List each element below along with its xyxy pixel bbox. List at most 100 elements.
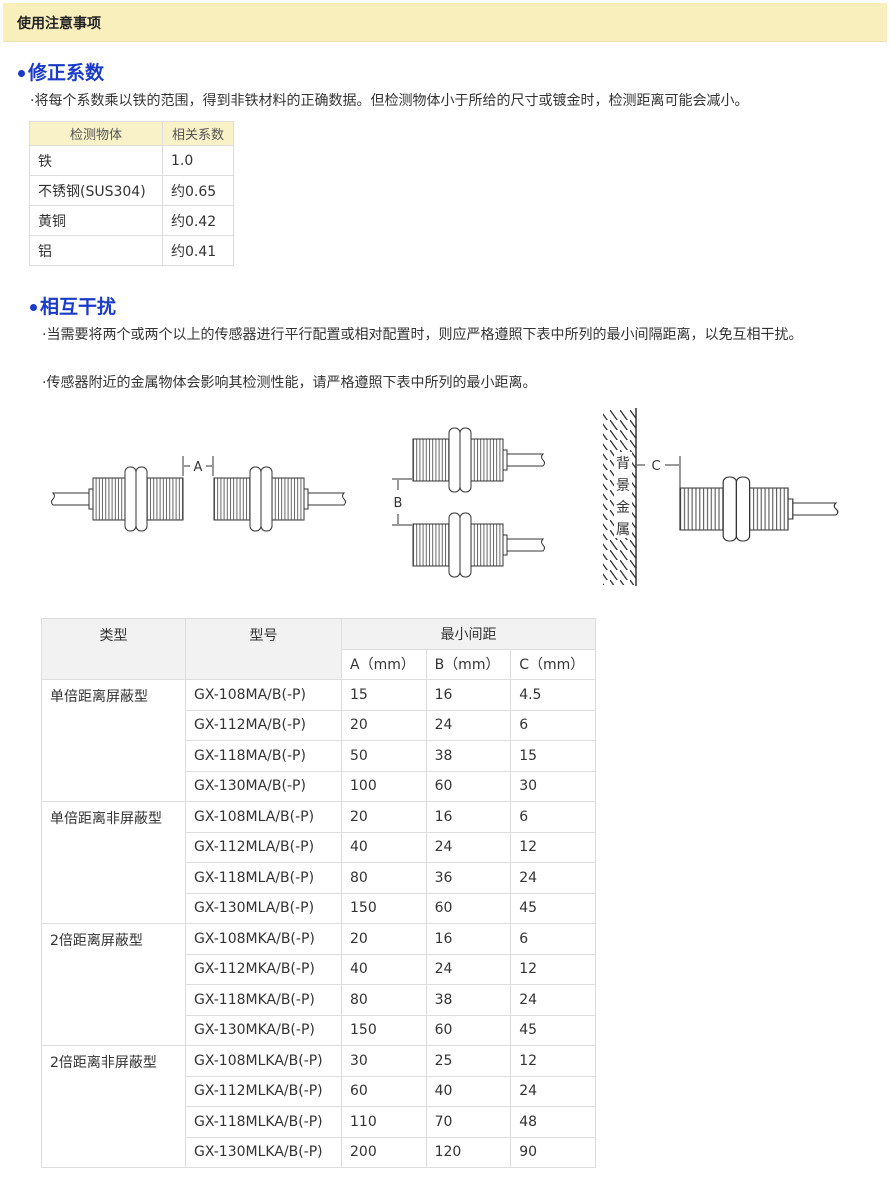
c-cell: 30 bbox=[510, 770, 596, 802]
section-header: 使用注意事项 bbox=[3, 3, 887, 42]
table-row: 不锈钢(SUS304)约0.65 bbox=[29, 175, 234, 206]
a-cell: 150 bbox=[341, 892, 427, 924]
model-cell: GX-130MLA/B(-P) bbox=[185, 892, 342, 924]
c-cell: 6 bbox=[510, 923, 596, 955]
b-cell: 120 bbox=[425, 1136, 512, 1168]
model-cell: GX-118MKA/B(-P) bbox=[185, 984, 342, 1016]
model-cell: GX-130MLKA/B(-P) bbox=[185, 1136, 342, 1168]
model-cell: GX-112MA/B(-P) bbox=[185, 709, 342, 741]
c-cell: 6 bbox=[510, 801, 596, 833]
model-cell: GX-108MLKA/B(-P) bbox=[185, 1045, 342, 1077]
model-cell: GX-118MLKA/B(-P) bbox=[185, 1106, 342, 1138]
a-cell: 80 bbox=[341, 984, 427, 1016]
a-cell: 15 bbox=[341, 679, 427, 711]
coefficient-cell: 约0.42 bbox=[162, 205, 234, 236]
a-cell: 20 bbox=[341, 923, 427, 955]
model-cell: GX-112MLA/B(-P) bbox=[185, 831, 342, 863]
b-cell: 40 bbox=[425, 1075, 512, 1107]
b-cell: 60 bbox=[425, 1014, 512, 1046]
section-title: 使用注意事项 bbox=[17, 16, 101, 32]
c-cell: 45 bbox=[510, 892, 596, 924]
a-cell: 30 bbox=[341, 1045, 427, 1077]
interference-title: 相互干扰 bbox=[40, 296, 117, 318]
a-cell: 200 bbox=[341, 1136, 427, 1168]
sensor-a-left bbox=[51, 466, 184, 532]
table-row: 铝约0.41 bbox=[29, 235, 234, 266]
model-cell: GX-112MLKA/B(-P) bbox=[185, 1075, 342, 1107]
b-cell: 16 bbox=[425, 679, 512, 711]
c-cell: 45 bbox=[510, 1014, 596, 1046]
model-cell: GX-118MLA/B(-P) bbox=[185, 862, 342, 894]
c-cell: 12 bbox=[510, 831, 596, 863]
col-header-min: 最小间距 bbox=[341, 618, 596, 650]
b-cell: 38 bbox=[425, 740, 512, 772]
a-cell: 20 bbox=[341, 709, 427, 741]
col-header-model: 型号 bbox=[185, 618, 342, 680]
col-header-a: A（mm） bbox=[341, 648, 427, 680]
model-cell: GX-112MKA/B(-P) bbox=[185, 953, 342, 985]
c-cell: 12 bbox=[510, 953, 596, 985]
a-cell: 100 bbox=[341, 770, 427, 802]
bullet-icon bbox=[18, 70, 25, 77]
a-cell: 20 bbox=[341, 801, 427, 833]
material-cell: 铝 bbox=[29, 235, 163, 266]
svg-text:景: 景 bbox=[616, 478, 630, 494]
dimension-b: B bbox=[392, 478, 412, 526]
c-cell: 24 bbox=[510, 862, 596, 894]
model-cell: GX-108MLA/B(-P) bbox=[185, 801, 342, 833]
dimension-c: C bbox=[637, 456, 681, 488]
a-cell: 50 bbox=[341, 740, 427, 772]
correction-desc: ·将每个系数乘以铁的范围，得到非铁材料的正确数据。但检测物体小于所给的尺寸或镀金… bbox=[30, 93, 749, 109]
table-row: 黄铜约0.42 bbox=[29, 205, 234, 236]
material-cell: 不锈钢(SUS304) bbox=[29, 175, 163, 206]
c-cell: 4.5 bbox=[510, 679, 596, 711]
sensor-diagram: A B 背 景 金 属 C bbox=[51, 408, 839, 586]
c-cell: 15 bbox=[510, 740, 596, 772]
type-cell: 单倍距离非屏蔽型 bbox=[41, 801, 186, 924]
c-cell: 48 bbox=[510, 1106, 596, 1138]
coefficient-cell: 约0.65 bbox=[162, 175, 234, 206]
material-cell: 黄铜 bbox=[29, 205, 163, 236]
a-cell: 110 bbox=[341, 1106, 427, 1138]
c-cell: 24 bbox=[510, 1075, 596, 1107]
b-cell: 16 bbox=[425, 801, 512, 833]
b-cell: 38 bbox=[425, 984, 512, 1016]
a-cell: 150 bbox=[341, 1014, 427, 1046]
b-cell: 24 bbox=[425, 831, 512, 863]
c-cell: 90 bbox=[510, 1136, 596, 1168]
interference-desc-1: ·当需要将两个或两个以上的传感器进行平行配置或相对配置时，则应严格遵照下表中所列… bbox=[42, 327, 803, 343]
sensor-c bbox=[679, 476, 839, 542]
b-cell: 36 bbox=[425, 862, 512, 894]
col-header-b: B（mm） bbox=[425, 648, 512, 680]
interference-desc-2: ·传感器附近的金属物体会影响其检测性能，请严格遵照下表中所列的最小距离。 bbox=[42, 375, 537, 391]
model-cell: GX-108MA/B(-P) bbox=[185, 679, 342, 711]
svg-text:属: 属 bbox=[616, 522, 630, 538]
sensor-b-top bbox=[412, 427, 545, 493]
c-cell: 6 bbox=[510, 709, 596, 741]
col-header-type: 类型 bbox=[41, 618, 186, 680]
b-cell: 70 bbox=[425, 1106, 512, 1138]
bullet-icon bbox=[30, 304, 37, 311]
col-header: 相关系数 bbox=[162, 121, 234, 146]
a-cell: 40 bbox=[341, 831, 427, 863]
correction-heading: 修正系数 bbox=[18, 58, 104, 85]
c-cell: 24 bbox=[510, 984, 596, 1016]
background-metal-wall: 背 景 金 属 bbox=[603, 408, 637, 586]
b-cell: 24 bbox=[425, 709, 512, 741]
